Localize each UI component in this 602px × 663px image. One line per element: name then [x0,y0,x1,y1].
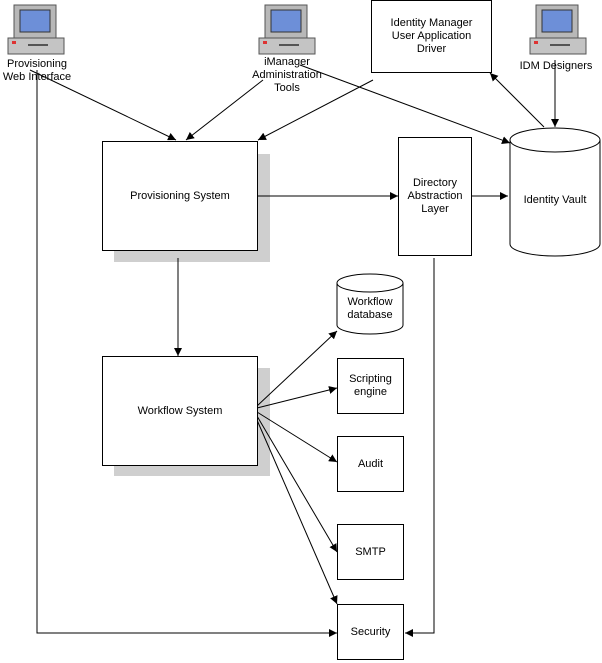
arrow-workflow-to-database [256,330,338,407]
arrow-driver-to-provisioning [257,79,374,141]
identity-vault-cylinder [509,127,601,257]
arrow-vault-to-driver [489,72,545,128]
workflow-system-box: Workflow System [102,356,258,466]
arrow-web-to-provisioning [29,69,177,141]
security-box: Security [337,604,404,660]
workflow-database-label: Workflow database [347,296,393,321]
computer-icon [258,4,316,55]
arrow-workflow-to-scripting [256,386,338,409]
workflow-database-cylinder [336,273,404,335]
arrow-directory-to-security [405,258,435,637]
provisioning-system-box: Provisioning System [102,141,258,251]
arrow-workflow-to-security [256,419,338,605]
directory-abstraction-layer-box: Directory Abstraction Layer [398,137,472,256]
audit-box: Audit [337,436,404,492]
arrow-imanager-to-provisioning [185,79,264,141]
scripting-engine-box: Scripting engine [337,358,404,414]
computer-icon [529,4,587,55]
provisioning-web-interface-label: Provisioning Web Interface [2,58,72,83]
computer-icon [7,4,65,55]
arrow-web-to-security [36,70,337,637]
idm-user-application-driver-box: Identity Manager User Application Driver [371,0,492,73]
imanager-tools-label: iManager Administration Tools [252,56,322,94]
smtp-box: SMTP [337,524,404,580]
idm-designers-label: IDM Designers [519,60,593,72]
arrow-imanager-to-vault [299,64,511,144]
arrow-workflow-to-smtp [256,415,338,553]
arrow-workflow-to-audit [256,411,338,463]
identity-vault-label: Identity Vault [523,194,587,206]
